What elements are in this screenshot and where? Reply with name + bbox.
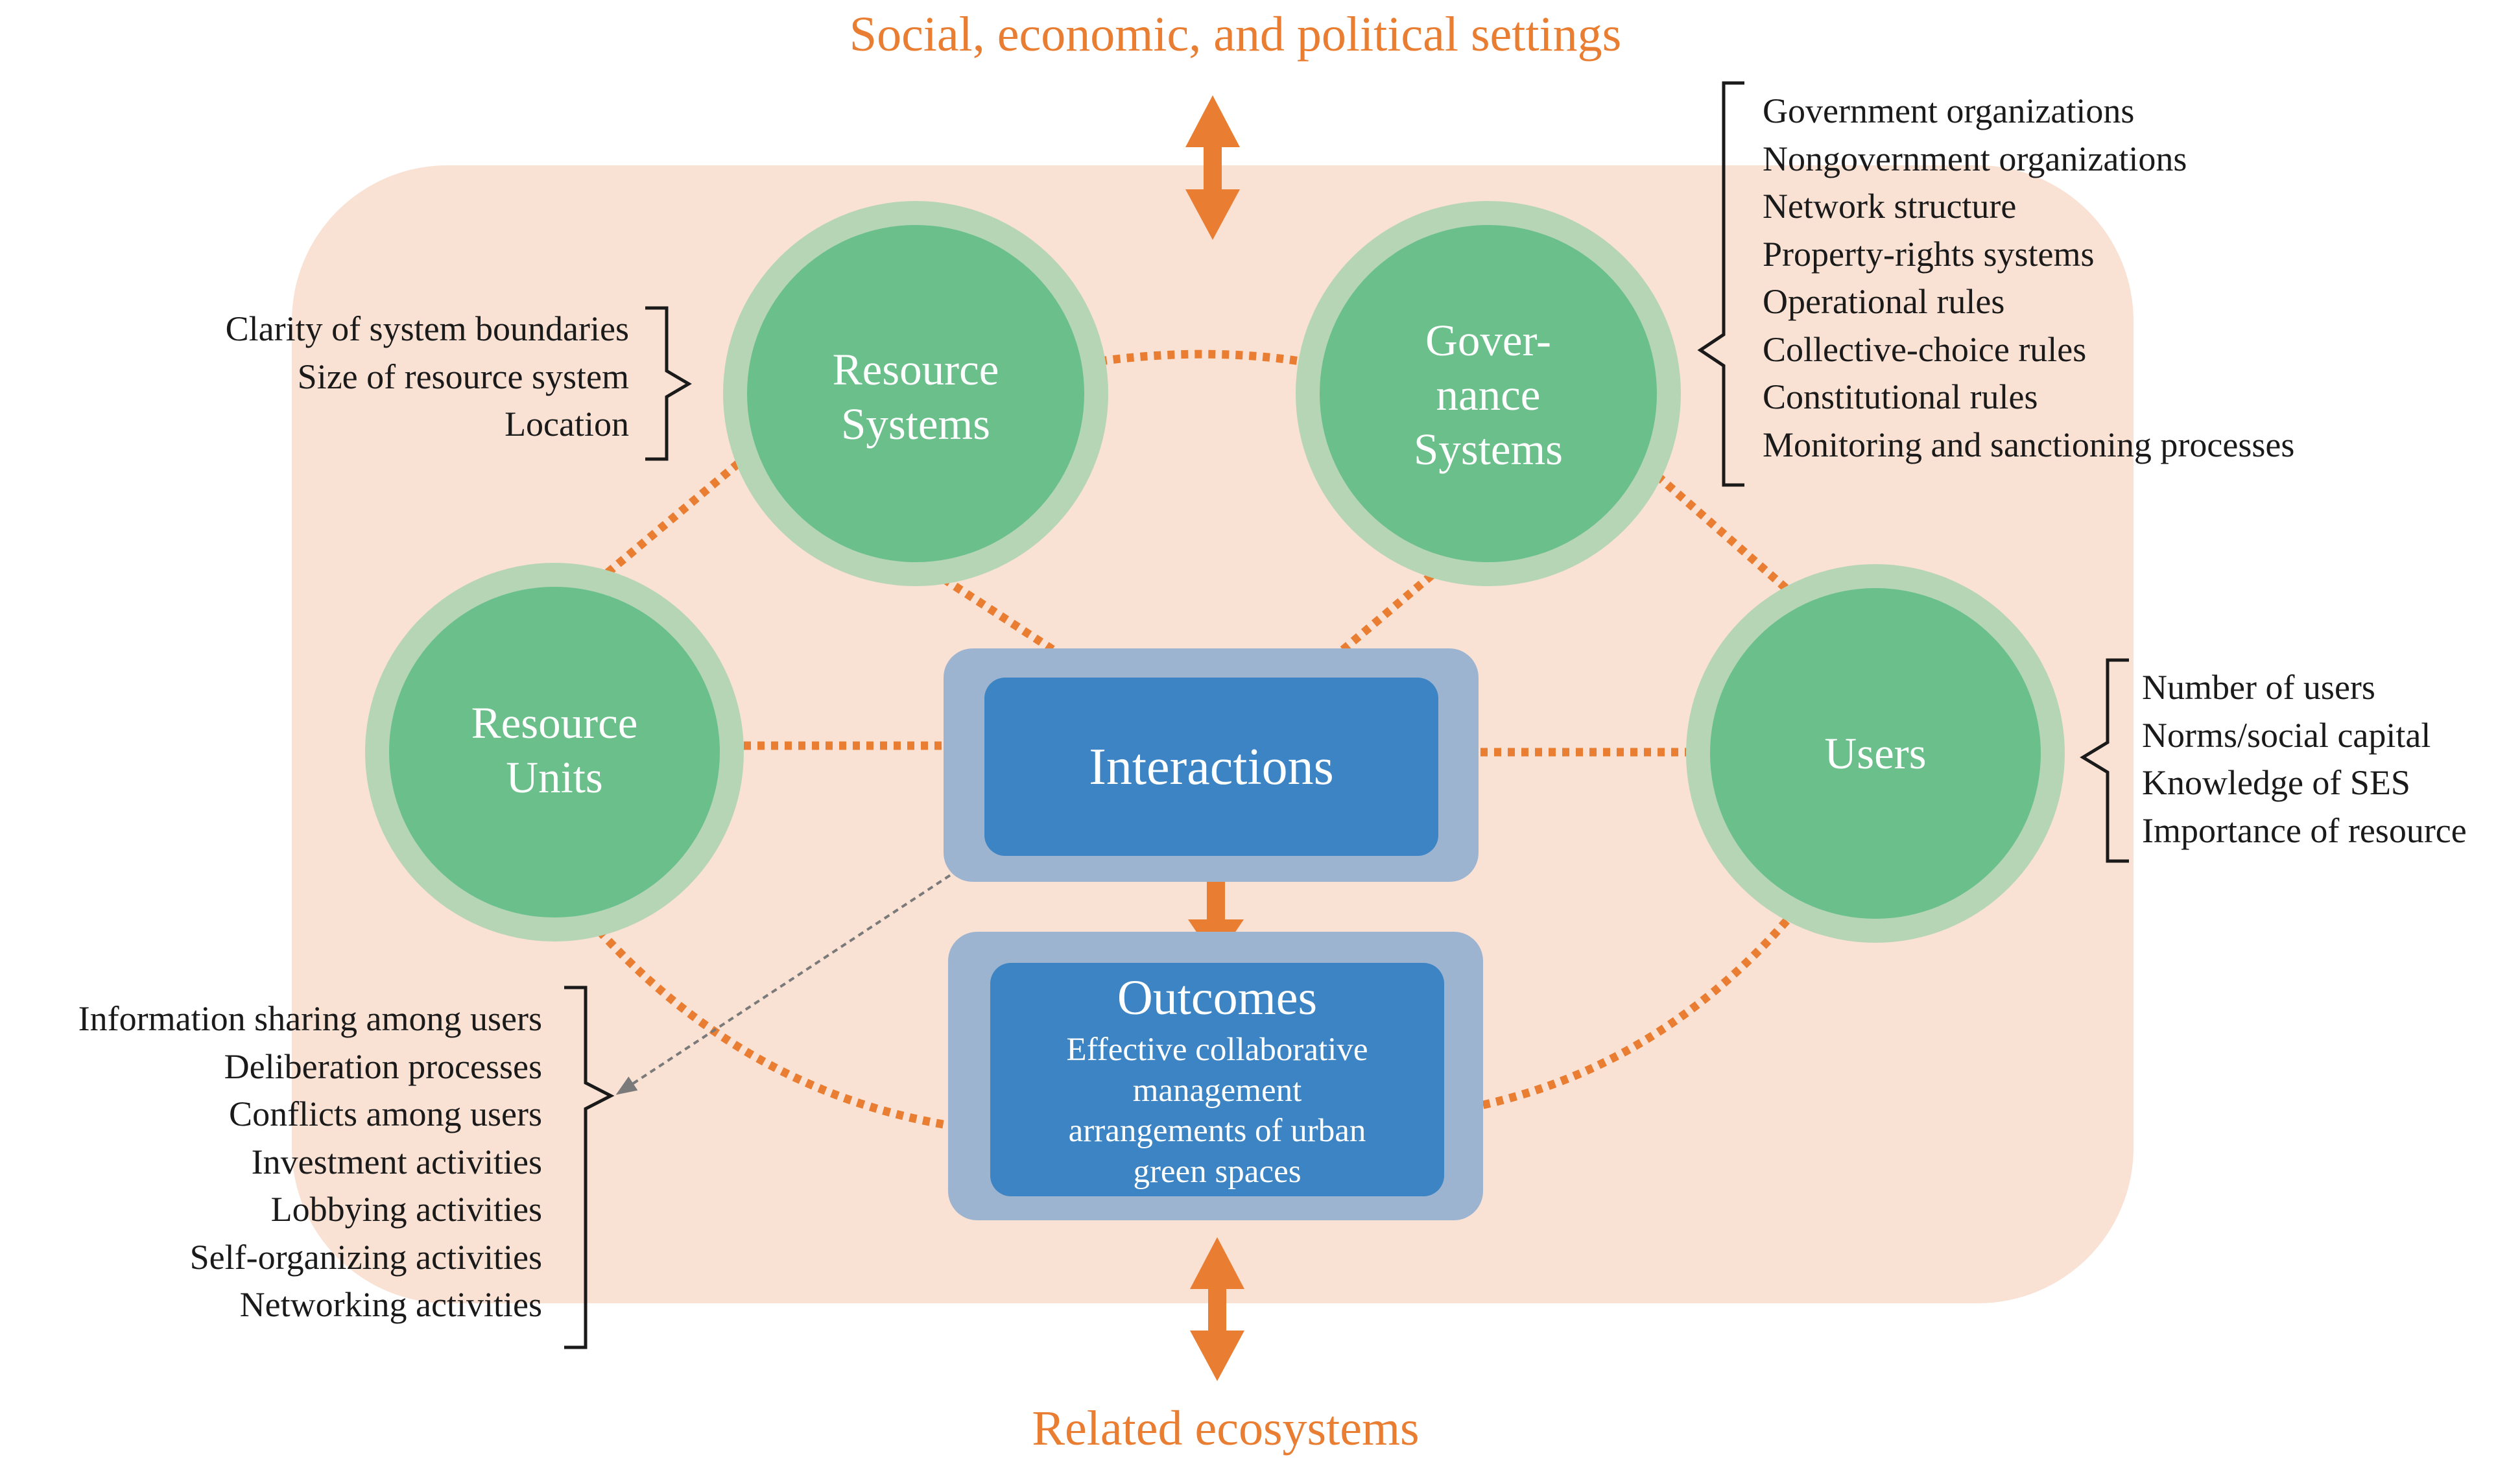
top-label: Social, economic, and political settings <box>849 7 1622 62</box>
outcomes-description-line: management <box>1132 1072 1302 1109</box>
attribute-item: Importance of resource <box>2142 810 2467 850</box>
users-attributes: Number of users Norms/social capital Kno… <box>2142 664 2512 855</box>
bottom-double-arrow <box>1190 1237 1244 1381</box>
outcomes-title: Outcomes <box>1117 971 1318 1025</box>
resource-units-line: Units <box>506 753 603 802</box>
resource-systems-attributes: Clarity of system boundaries Size of res… <box>104 305 629 449</box>
outcomes-description-line: arrangements of urban <box>1068 1113 1366 1149</box>
attribute-item: Information sharing among users <box>78 999 542 1038</box>
bottom-label: Related ecosystems <box>1032 1401 1420 1456</box>
attribute-item: Knowledge of SES <box>2142 763 2410 802</box>
outcomes-description-line: green spaces <box>1133 1153 1302 1190</box>
bracket-interactions <box>564 986 615 1349</box>
resource-systems-node <box>723 201 1108 586</box>
attribute-item: Constitutional rules <box>1763 377 2038 416</box>
bracket-users <box>2080 658 2129 863</box>
interactions-box <box>944 648 1479 882</box>
attribute-item: Collective-choice rules <box>1763 329 2087 369</box>
resource-units-label: Resource Units <box>425 696 684 805</box>
attribute-item: Network structure <box>1763 187 2017 226</box>
attribute-item: Self-organizing activities <box>189 1237 542 1277</box>
attribute-item: Operational rules <box>1763 282 2005 321</box>
attribute-item: Networking activities <box>239 1285 542 1324</box>
attribute-item: Norms/social capital <box>2142 715 2431 755</box>
attribute-item: Monitoring and sanctioning processes <box>1763 425 2295 464</box>
interactions-attributes: Information sharing among users Delibera… <box>6 995 542 1329</box>
attribute-item: Investment activities <box>251 1142 542 1181</box>
interactions-title: Interactions <box>1089 739 1334 796</box>
resource-systems-line: Systems <box>840 399 991 449</box>
outcomes-box <box>948 932 1483 1220</box>
interactions-attributes-pointer <box>615 874 951 1095</box>
brackets <box>564 81 2129 1349</box>
top-double-arrow <box>1185 95 1240 240</box>
bracket-governance-systems <box>1697 81 1744 487</box>
attribute-item: Conflicts among users <box>229 1094 542 1133</box>
governance-systems-attributes: Government organizations Nongovernment o… <box>1763 88 2476 469</box>
outcomes-description: Effective collaborative management arran… <box>990 1030 1444 1192</box>
resource-units-line: Resource <box>471 698 638 748</box>
attribute-item: Size of resource system <box>297 357 629 396</box>
resource-units-node <box>365 563 744 941</box>
users-node <box>1686 564 2065 943</box>
bracket-resource-systems <box>645 306 692 461</box>
resource-systems-line: Resource <box>832 345 999 394</box>
connector-users-to-outcomes <box>1445 917 1790 1117</box>
governance-systems-label: Gover- nance Systems <box>1359 313 1618 477</box>
governance-systems-line: Gover- <box>1425 316 1552 365</box>
users-label: Users <box>1746 726 2005 781</box>
users-line: Users <box>1824 729 1927 778</box>
connector-resource-units-to-outcomes <box>587 917 948 1130</box>
governance-systems-line: Systems <box>1413 425 1563 474</box>
resource-systems-label: Resource Systems <box>786 342 1045 451</box>
governance-systems-node <box>1296 201 1681 586</box>
attribute-item: Deliberation processes <box>224 1047 542 1086</box>
connector-resource-to-governance <box>1086 349 1331 371</box>
attribute-item: Number of users <box>2142 668 2375 707</box>
attribute-item: Nongovernment organizations <box>1763 139 2187 178</box>
attribute-item: Government organizations <box>1763 91 2135 130</box>
attribute-item: Property-rights systems <box>1763 234 2095 274</box>
attribute-item: Lobbying activities <box>270 1190 542 1229</box>
attribute-item: Location <box>505 405 629 444</box>
attribute-item: Clarity of system boundaries <box>225 309 629 348</box>
governance-systems-line: nance <box>1436 370 1541 420</box>
outcomes-description-line: Effective collaborative <box>1066 1032 1368 1068</box>
